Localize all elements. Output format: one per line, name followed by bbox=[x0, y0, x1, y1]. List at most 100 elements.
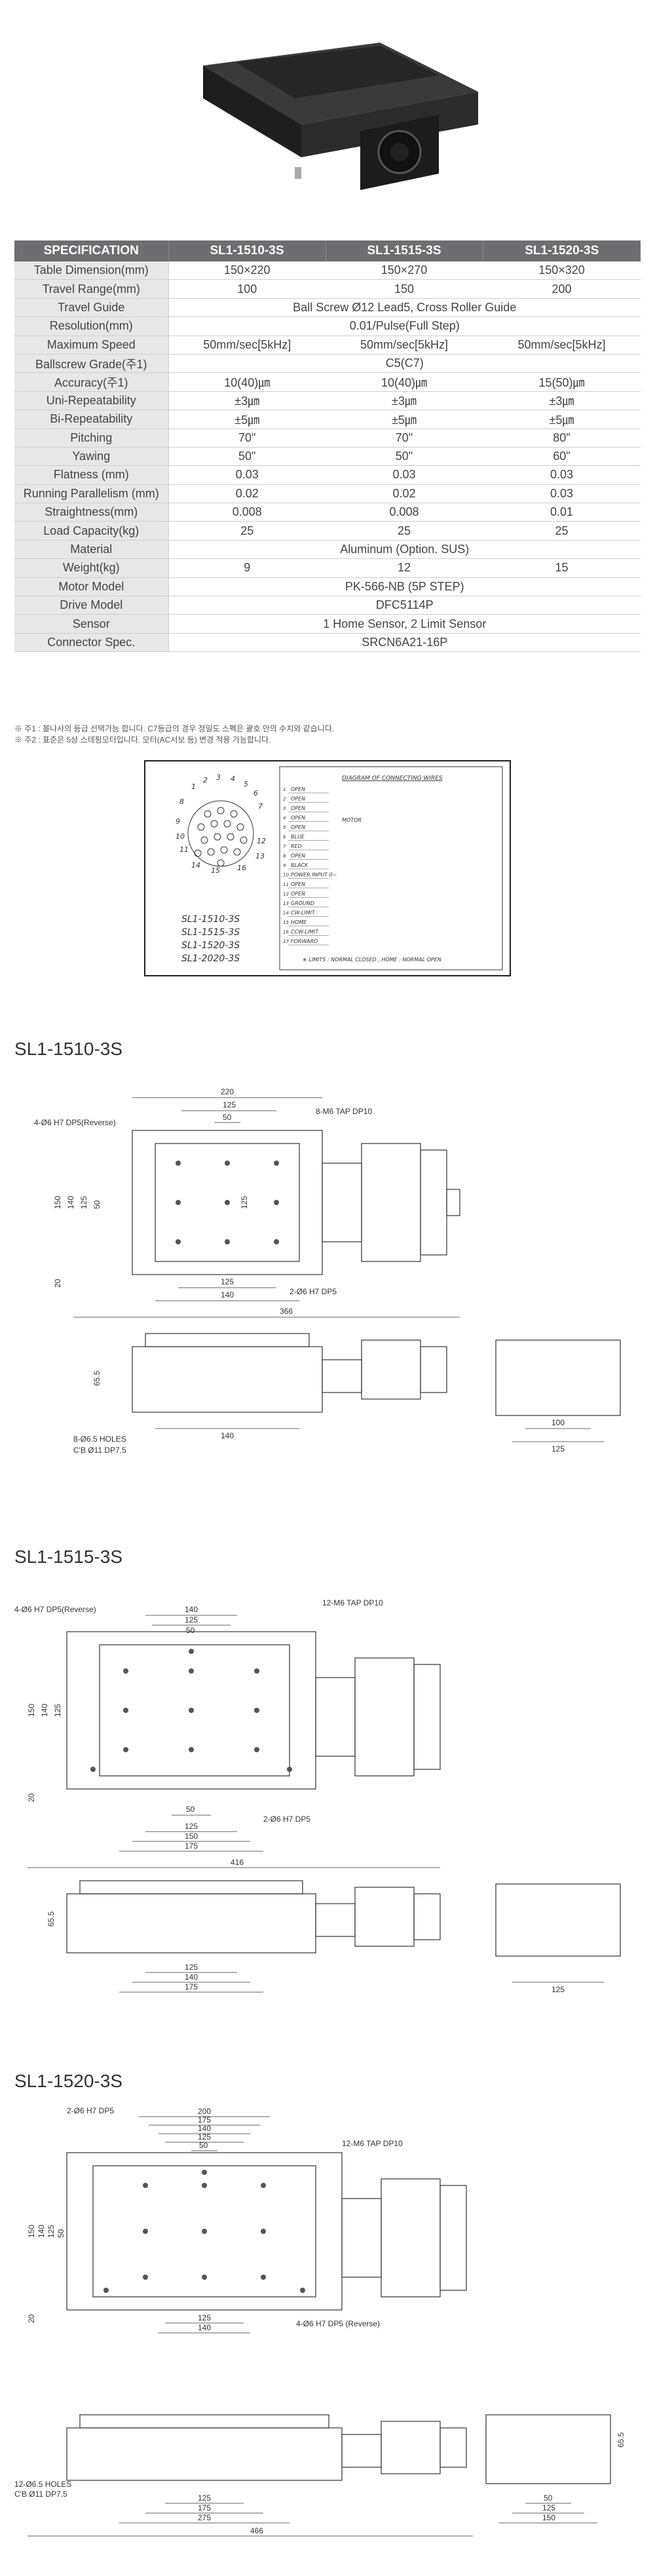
dim-label: C'B Ø11 DP7.5 bbox=[73, 1446, 126, 1455]
wire-pin: 11 bbox=[283, 882, 289, 887]
pin-hole bbox=[227, 833, 234, 841]
dim-label: 125 bbox=[47, 2225, 56, 2238]
wire-pin: 5 bbox=[283, 825, 286, 830]
spec-value: 70" bbox=[168, 429, 326, 448]
spec-value: 25 bbox=[326, 521, 483, 541]
dim-label: 50 bbox=[56, 2229, 66, 2238]
pin-hole bbox=[207, 848, 215, 856]
model-name: SL1-1510-3S bbox=[181, 914, 240, 925]
spec-label: Travel Guide bbox=[14, 298, 169, 318]
spec-row: Resolution(mm)0.01/Pulse(Full Step) bbox=[14, 317, 641, 336]
dim-label: 140 bbox=[198, 2124, 211, 2133]
spec-notes: ※ 주1 : 볼나사의 등급 선택가능 합니다. C7등급의 경우 정밀도 스펙… bbox=[14, 723, 334, 746]
wire-label: POWER INPUT 0~ bbox=[291, 872, 337, 878]
pin-number: 10 bbox=[176, 832, 185, 841]
spec-value: PK-566-NB (5P STEP) bbox=[168, 577, 641, 597]
pin-hole bbox=[236, 823, 244, 831]
spec-value: 0.03 bbox=[168, 465, 326, 485]
dim-label: 125 bbox=[185, 1963, 198, 1972]
dim-label: 4-Ø6 H7 DP5(Reverse) bbox=[14, 1605, 96, 1614]
spec-value: 0.03 bbox=[326, 465, 483, 485]
spec-label: Material bbox=[14, 540, 169, 560]
spec-value: 1 Home Sensor, 2 Limit Sensor bbox=[168, 614, 641, 634]
dim-label: 65.5 bbox=[92, 1370, 102, 1386]
spec-value: 10(40)㎛ bbox=[326, 372, 483, 392]
note-2: ※ 주2 : 표준은 5상 스테핑모터입니다. 모터(AC서보 등) 변경 적용… bbox=[14, 735, 271, 744]
pin-number: 13 bbox=[255, 852, 265, 860]
model-name: SL1-2020-3S bbox=[181, 953, 240, 964]
spec-value: 150×320 bbox=[483, 261, 641, 280]
spec-value: 60" bbox=[483, 447, 641, 467]
dim-label: 140 bbox=[221, 1431, 234, 1440]
pin-number: 16 bbox=[237, 864, 246, 872]
spec-value: 80" bbox=[483, 429, 641, 448]
wire-label: OPEN bbox=[291, 805, 305, 811]
wire-pin: 1 bbox=[283, 787, 286, 792]
dim-label: 125 bbox=[223, 1100, 236, 1109]
dim-label: 125 bbox=[198, 2493, 211, 2503]
spec-header-row: SPECIFICATION SL1-1510-3S SL1-1515-3S SL… bbox=[14, 240, 641, 261]
dim-label: 20 bbox=[53, 1278, 62, 1288]
pin-number: 15 bbox=[211, 866, 220, 875]
spec-header-cell: SL1-1520-3S bbox=[483, 240, 641, 261]
pin-hole bbox=[204, 810, 212, 818]
spec-value: 150×220 bbox=[168, 261, 326, 280]
dim-label: 150 bbox=[53, 1196, 62, 1209]
dim-label: 4-Ø6 H7 DP5 (Reverse) bbox=[296, 2319, 380, 2328]
spec-value: ±5㎛ bbox=[168, 410, 326, 429]
dim-label: 125 bbox=[240, 1196, 249, 1209]
spec-label: Pitching bbox=[14, 429, 169, 448]
spec-value: 0.02 bbox=[168, 484, 326, 504]
pin-hole bbox=[223, 820, 231, 828]
spec-label: Flatness (mm) bbox=[14, 465, 169, 485]
dim-label: 150 bbox=[27, 2225, 36, 2238]
dim-label: 175 bbox=[198, 2503, 211, 2512]
spec-value: 150×270 bbox=[326, 261, 483, 280]
dim-label: 125 bbox=[79, 1196, 88, 1209]
dim-label: 416 bbox=[231, 1858, 244, 1867]
wire-label: OPEN bbox=[291, 786, 305, 792]
spec-label: Table Dimension(mm) bbox=[14, 261, 169, 280]
spec-value: 0.03 bbox=[483, 484, 641, 504]
spec-header-cell: SL1-1515-3S bbox=[326, 240, 483, 261]
spec-label: Motor Model bbox=[14, 577, 169, 597]
dim-label: 140 bbox=[185, 1605, 198, 1614]
spec-label: Connector Spec. bbox=[14, 633, 169, 653]
spec-row: Ballscrew Grade(주1)C5(C7) bbox=[14, 354, 641, 374]
spec-header-cell: SPECIFICATION bbox=[14, 240, 169, 261]
pin-number: 14 bbox=[191, 861, 200, 870]
pin-number: 2 bbox=[203, 776, 208, 784]
dim-label: 50 bbox=[199, 2141, 208, 2150]
dim-label: 175 bbox=[185, 1982, 198, 1991]
connector-pinout: 1 2 3 4 5 6 7 8 9 10 11 12 13 14 15 16 bbox=[176, 773, 266, 875]
spec-row: Bi-Repeatability±5㎛±5㎛±5㎛ bbox=[14, 410, 641, 429]
pin-hole bbox=[217, 807, 225, 815]
spec-value: C5(C7) bbox=[168, 354, 641, 374]
dim-label: 175 bbox=[185, 1841, 198, 1851]
wire-pin: 10 bbox=[283, 873, 289, 878]
wire-pin: 13 bbox=[283, 901, 289, 906]
wire-label: GROUND bbox=[291, 900, 314, 906]
spec-value: 50mm/sec[5kHz] bbox=[483, 336, 641, 355]
dim-label: 220 bbox=[221, 1087, 234, 1096]
dim-label: 50 bbox=[186, 1805, 195, 1814]
spec-value: Ball Screw Ø12 Lead5, Cross Roller Guide bbox=[168, 298, 641, 318]
dim-label: 140 bbox=[40, 1704, 49, 1717]
pin-hole bbox=[220, 846, 228, 854]
spec-label: Running Parallelism (mm) bbox=[14, 484, 169, 504]
wire-label: CW-LIMIT bbox=[291, 910, 316, 916]
spec-value: ±3㎛ bbox=[483, 391, 641, 411]
pin-hole bbox=[240, 836, 248, 844]
dim-label: 125 bbox=[198, 2313, 211, 2322]
wire-pin: 17 bbox=[283, 939, 289, 944]
pin-number: 4 bbox=[231, 775, 235, 783]
pin-hole bbox=[194, 849, 202, 857]
spec-value: ±5㎛ bbox=[326, 410, 483, 429]
